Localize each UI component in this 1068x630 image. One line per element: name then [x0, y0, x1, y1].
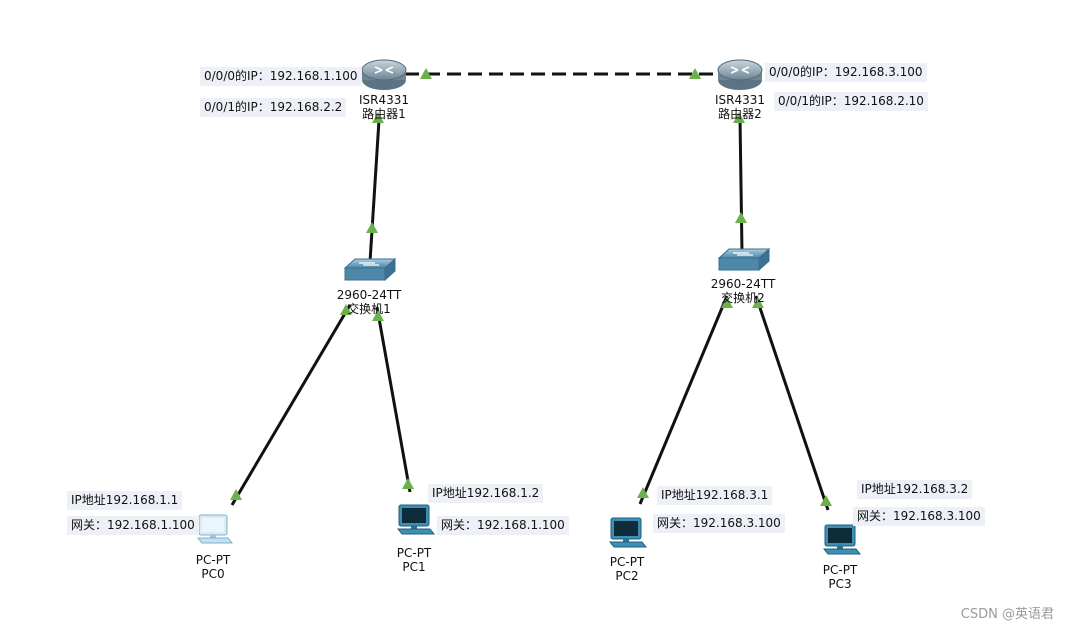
port-up-indicator: [733, 112, 745, 123]
links: [230, 72, 830, 511]
router1-name: 路由器1: [362, 107, 406, 121]
pc0-model: PC-PT: [195, 553, 231, 567]
watermark: CSDN @英语君: [960, 607, 1054, 622]
port-up-indicator: [752, 297, 764, 308]
pc3-model: PC-PT: [822, 563, 858, 577]
port-up-indicator: [366, 222, 378, 233]
pc2-name: PC2: [615, 569, 639, 583]
note-pc1-ip[interactable]: IP地址192.168.1.2: [428, 484, 544, 503]
port-indicators: [230, 68, 832, 506]
router2-name: 路由器2: [718, 107, 762, 121]
router1-label: ISR4331 路由器1: [359, 93, 409, 121]
port-up-indicator: [420, 68, 432, 79]
pc2-model: PC-PT: [609, 555, 645, 569]
router1-model: ISR4331: [358, 93, 410, 107]
pc2-label: PC-PT PC2: [610, 555, 645, 583]
port-up-indicator: [340, 304, 352, 315]
link-switch1-pc0[interactable]: [230, 304, 352, 506]
note-router2-if1[interactable]: 0/0/1的IP：192.168.2.10: [774, 92, 928, 111]
note-pc0-gateway[interactable]: 网关：192.168.1.100: [67, 516, 199, 535]
switch2-model: 2960-24TT: [710, 277, 776, 291]
pc-icon[interactable]: [608, 517, 648, 548]
pc0-label: PC-PT PC0: [196, 553, 231, 581]
switch2-label: 2960-24TT 交换机2: [711, 277, 776, 305]
note-pc3-ip[interactable]: IP地址192.168.3.2: [857, 480, 973, 499]
pc-icon[interactable]: [396, 504, 436, 535]
port-up-indicator: [230, 489, 242, 500]
switch1-label: 2960-24TT 交换机1: [337, 288, 402, 316]
note-router2-if0[interactable]: 0/0/0的IP：192.168.3.100: [765, 63, 927, 82]
link-router1-switch1[interactable]: [368, 119, 381, 263]
router2-label: ISR4331 路由器2: [715, 93, 765, 121]
pc3-name: PC3: [828, 577, 852, 591]
switch2-name: 交换机2: [721, 291, 765, 305]
note-pc1-gateway[interactable]: 网关：192.168.1.100: [437, 516, 569, 535]
port-up-indicator: [637, 487, 649, 498]
port-up-indicator: [402, 478, 414, 489]
note-pc2-gateway[interactable]: 网关：192.168.3.100: [653, 514, 785, 533]
port-up-indicator: [689, 68, 701, 79]
link-switch2-pc2[interactable]: [638, 295, 729, 505]
port-up-indicator: [372, 310, 384, 321]
router-icon[interactable]: [717, 59, 763, 90]
pc3-label: PC-PT PC3: [823, 563, 858, 591]
pc0-name: PC0: [201, 567, 225, 581]
switch1-model: 2960-24TT: [336, 288, 402, 302]
note-router1-if0[interactable]: 0/0/0的IP：192.168.1.100: [200, 67, 362, 86]
switch-icon[interactable]: [717, 247, 771, 272]
router-icon[interactable]: [361, 59, 407, 90]
switch1-name: 交换机1: [347, 302, 391, 316]
router2-model: ISR4331: [714, 93, 766, 107]
pc-icon[interactable]: [196, 514, 234, 544]
pc-icon[interactable]: [822, 524, 862, 555]
port-up-indicator: [735, 212, 747, 223]
link-switch2-pc3[interactable]: [754, 295, 830, 511]
switch-icon[interactable]: [343, 257, 397, 282]
link-switch1-pc1[interactable]: [375, 306, 412, 493]
note-pc3-gateway[interactable]: 网关：192.168.3.100: [853, 507, 985, 526]
note-router1-if1[interactable]: 0/0/1的IP：192.168.2.2: [200, 98, 347, 117]
port-up-indicator: [372, 112, 384, 123]
note-pc0-ip[interactable]: IP地址192.168.1.1: [67, 491, 183, 510]
port-up-indicator: [721, 297, 733, 308]
note-pc2-ip[interactable]: IP地址192.168.3.1: [657, 486, 773, 505]
pc1-name: PC1: [402, 560, 426, 574]
link-router2-switch2[interactable]: [738, 117, 744, 253]
port-up-indicator: [820, 495, 832, 506]
pc1-model: PC-PT: [396, 546, 432, 560]
pc1-label: PC-PT PC1: [397, 546, 432, 574]
